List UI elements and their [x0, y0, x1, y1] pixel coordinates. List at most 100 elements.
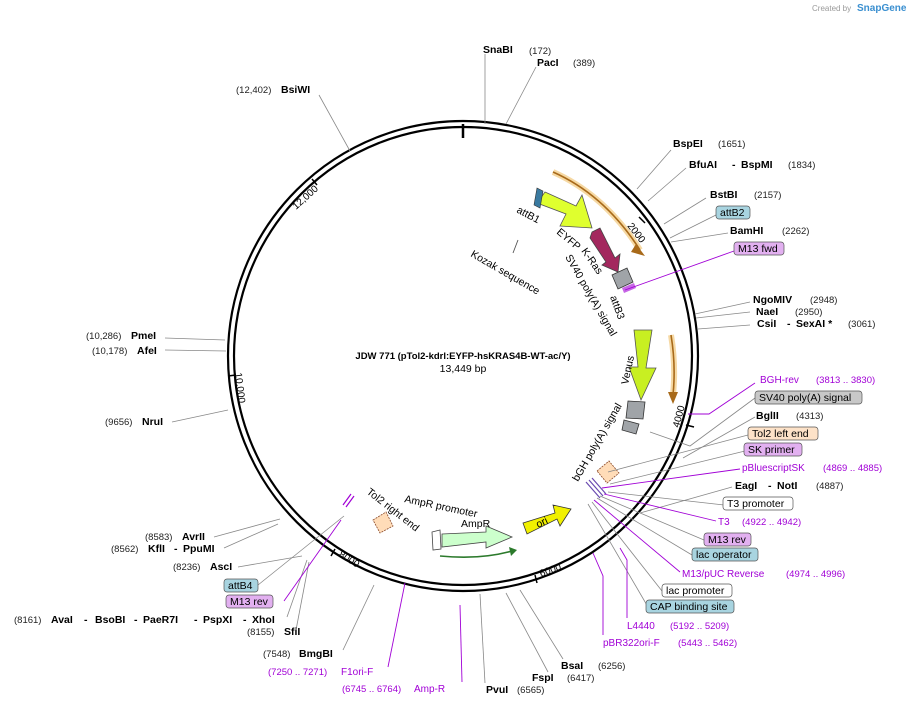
primer-t3-name: T3	[718, 517, 730, 528]
tick-label-8000: 8000	[336, 549, 361, 570]
primer-bghrev-pos: (3813 .. 3830)	[816, 375, 875, 386]
box-lacpromoter-label: lac promoter	[666, 585, 725, 597]
venus-feature	[628, 329, 657, 402]
site-afei-pos: (10,178)	[92, 346, 127, 357]
leader-avrii	[213, 518, 281, 538]
site-kfli-pos: (8562)	[111, 544, 138, 555]
leader-eagi	[639, 486, 733, 514]
site-noti-dash: -	[768, 480, 772, 492]
attb1-label: attB1	[515, 204, 542, 226]
snapgene-logo: SnapGene	[857, 3, 907, 14]
site-bspmi-name: BspMI	[741, 159, 773, 171]
box-m13rev: M13 rev	[703, 532, 752, 547]
leader-bspei	[636, 149, 672, 190]
tick-label-12000: 12,000	[291, 183, 321, 212]
leader-bstbi	[663, 197, 707, 225]
primer-bghrev-name: BGH-rev	[760, 375, 799, 386]
box-skprimer-label: SK primer	[748, 444, 795, 456]
tol2-right-label: Tol2 right end	[364, 486, 421, 534]
site-bspei-name: BspEI	[673, 138, 703, 150]
site-nrui-name: NruI	[142, 416, 163, 428]
primer-pbluescript-pos: (4869 .. 4885)	[823, 463, 882, 474]
backbone-outer-strand	[226, 119, 700, 593]
site-bmgbi-name: BmgBI	[299, 648, 333, 660]
leader-f1ori	[387, 582, 406, 668]
leader-ampr-primer	[459, 604, 463, 683]
site-fspi-name: FspI	[532, 672, 554, 684]
leader-bmgbi	[342, 584, 375, 651]
site-snabi-name: SnaBI	[483, 44, 513, 56]
site-pmei-name: PmeI	[131, 330, 156, 342]
leader-bamhi	[670, 232, 729, 243]
leader-bsai	[519, 589, 564, 660]
site-paer7i-dash: -	[134, 614, 138, 626]
site-bmgbi-pos: (7548)	[263, 649, 290, 660]
site-bspmi-dash: -	[732, 159, 736, 171]
site-bsobi-dash: -	[84, 614, 88, 626]
primer-pbr322-name: pBR322ori-F	[603, 638, 660, 649]
site-sfii-name: SfiI	[284, 626, 300, 638]
box-attb4: attB4	[223, 578, 259, 593]
leader-skprimer	[609, 450, 746, 485]
site-snabi-pos: (172)	[529, 46, 551, 57]
tick-label-10000: 10,000	[232, 372, 247, 404]
tol2-right-feature	[372, 511, 394, 534]
site-bsobi-name: BsoBI	[95, 614, 125, 626]
site-pvui-name: PvuI	[486, 684, 508, 696]
site-kfli-name: KflI	[148, 543, 165, 555]
leader-pbluescript	[601, 468, 741, 489]
ampr-feature	[441, 525, 514, 549]
box-t3promoter-label: T3 promoter	[727, 498, 785, 510]
leader-bfuai	[647, 167, 687, 202]
leader-t3	[603, 493, 717, 522]
plasmid-length: 13,449 bp	[440, 363, 487, 375]
leader-attb4	[257, 515, 345, 586]
orf-venus-head	[668, 392, 678, 404]
leader-csii	[697, 324, 751, 330]
site-paer7i-name: PaeR7I	[143, 614, 178, 626]
site-bglii-pos: (4313)	[796, 411, 823, 422]
bgh-polya-feature-a	[625, 400, 646, 420]
leader-sfii	[295, 561, 310, 631]
bgh-polya-feature-b	[621, 419, 640, 435]
leader-t3promoter	[607, 491, 725, 506]
leader-pvui	[479, 593, 486, 684]
box-attb4-label: attB4	[228, 580, 253, 592]
box-m13fwd-label: M13 fwd	[738, 243, 778, 255]
ori-feature	[522, 504, 572, 535]
site-sexai-name: SexAI *	[796, 318, 833, 330]
leader-l4440	[619, 547, 628, 618]
site-eagi-pos: (4887)	[816, 481, 843, 492]
box-tol2left-label: Tol2 left end	[752, 428, 809, 440]
site-asci-pos: (8236)	[173, 562, 200, 573]
site-noti-name: NotI	[777, 480, 797, 492]
primer-l4440-pos: (5192 .. 5209)	[670, 621, 729, 632]
primer-cluster-marks	[585, 477, 607, 499]
site-bsiwi-pos: (12,402)	[236, 85, 271, 96]
site-bamhi-name: BamHI	[730, 225, 763, 237]
site-paci-pos: (389)	[573, 58, 595, 69]
leader-asci	[237, 555, 303, 568]
attb1-feature	[533, 187, 544, 209]
leader-lacpromoter	[591, 501, 663, 592]
site-csii-pos: (3061)	[848, 319, 875, 330]
site-naei-name: NaeI	[756, 306, 778, 318]
primer-ampr-pos: (6745 .. 6764)	[342, 684, 401, 695]
primer-ampr-name: Amp-R	[414, 684, 445, 695]
site-xhoi-name: XhoI	[252, 614, 275, 626]
leader-pmei	[164, 337, 226, 341]
primer-m13puc-name: M13/pUC Reverse	[682, 569, 765, 580]
tick-mark-6000	[534, 574, 538, 584]
site-ngomiv-pos: (2948)	[810, 295, 837, 306]
site-naei-pos: (2950)	[795, 307, 822, 318]
site-ppumi-dash: -	[174, 543, 178, 555]
leader-ngomiv	[694, 301, 751, 315]
orf-ampr	[439, 550, 513, 559]
site-afei-name: AfeI	[137, 345, 157, 357]
leader-capsite	[587, 503, 649, 608]
tick-label-6000: 6000	[538, 562, 563, 580]
leader-m13rev	[599, 495, 705, 541]
site-bstbi-name: BstBI	[710, 189, 738, 201]
site-avai-name: AvaI	[51, 614, 73, 626]
site-fspi-pos: (6417)	[567, 673, 594, 684]
